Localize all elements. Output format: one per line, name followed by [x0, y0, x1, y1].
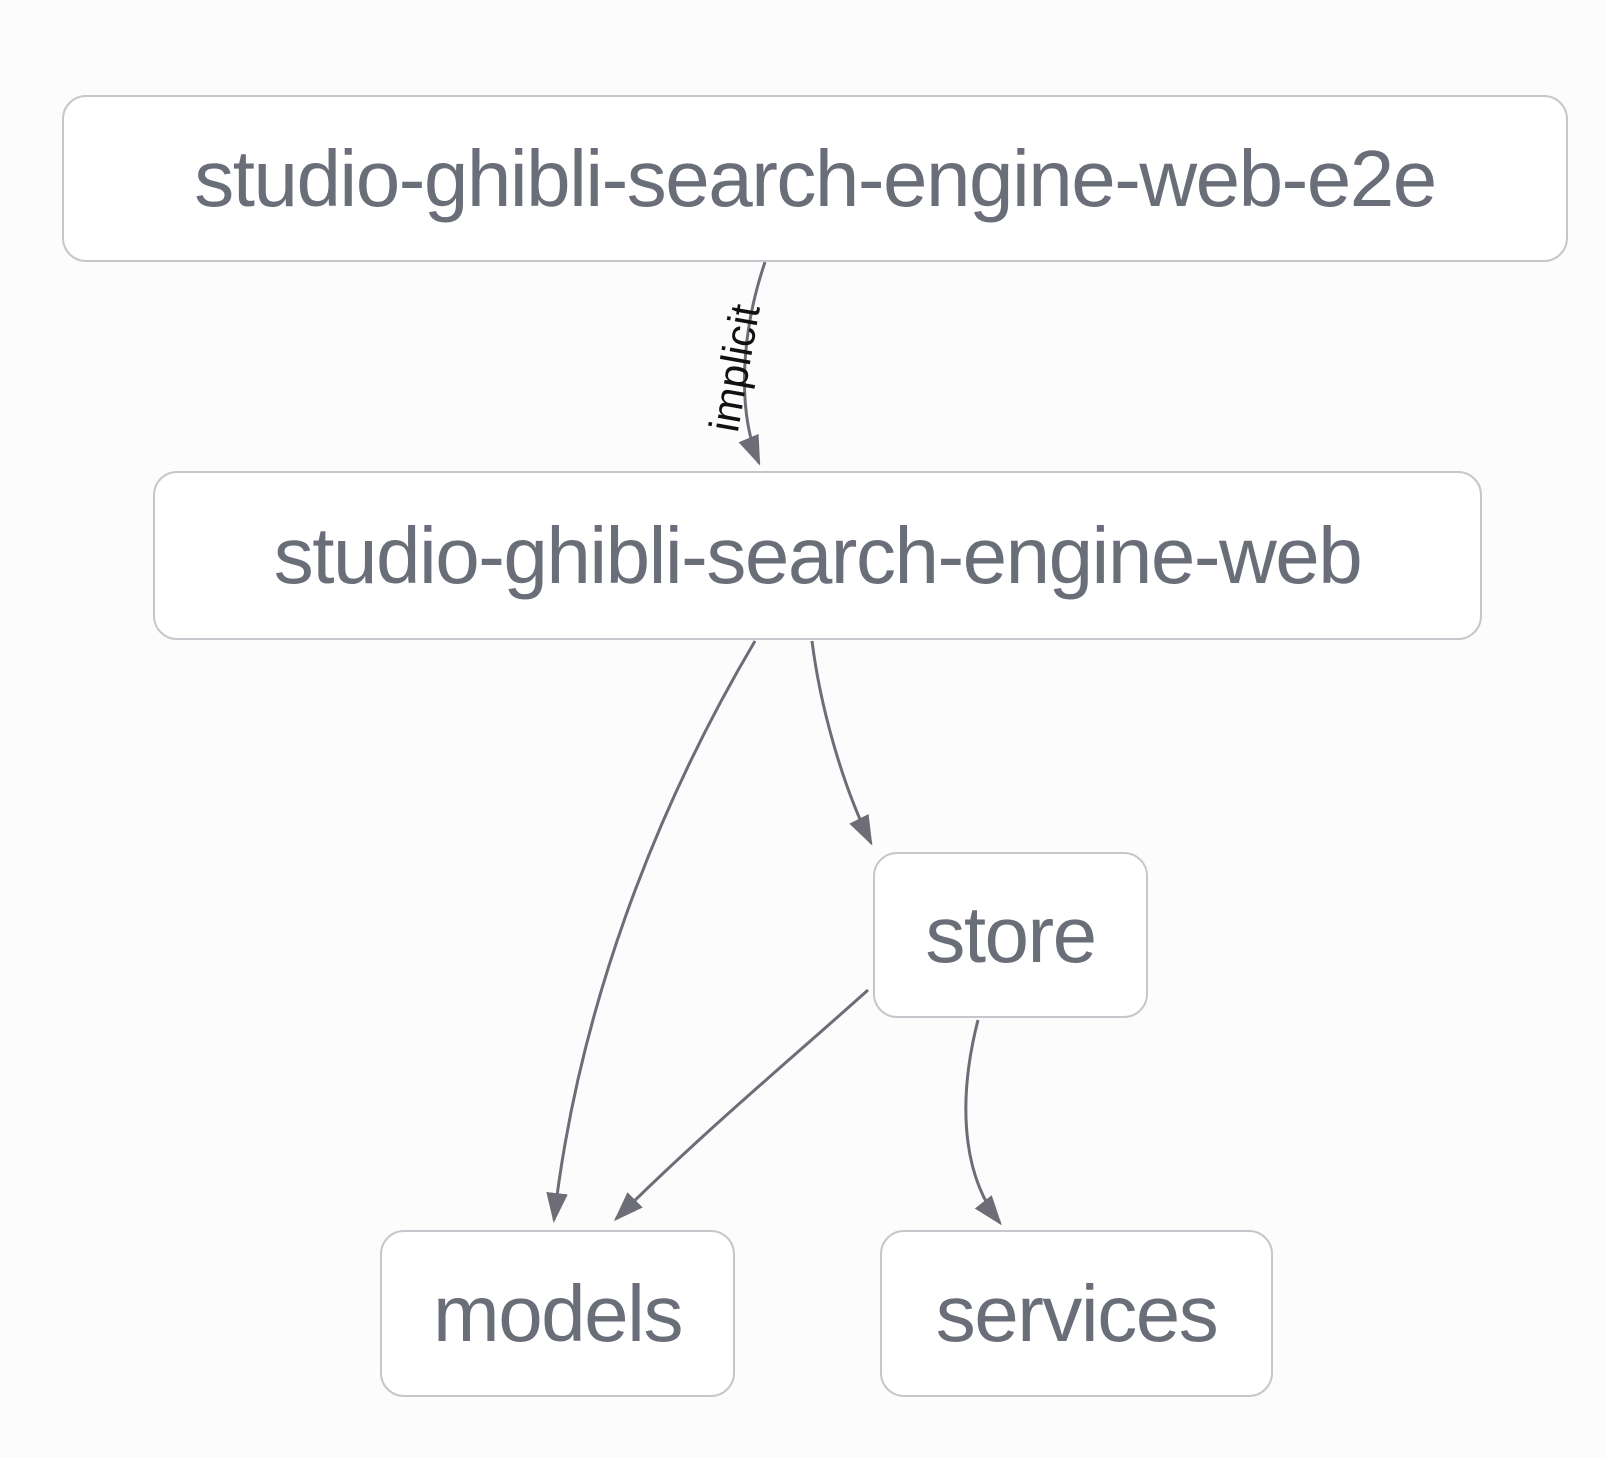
edge-web-to-models[interactable] [546, 640, 757, 1223]
node-store[interactable]: store [873, 852, 1148, 1018]
edge-e2e-to-web[interactable] [738, 261, 767, 466]
edge-store-to-services[interactable] [964, 1019, 1002, 1226]
node-label: studio-ghibli-search-engine-web [273, 510, 1363, 600]
node-label: models [433, 1268, 683, 1358]
edge-store-to-models[interactable] [613, 988, 870, 1222]
node-label: studio-ghibli-search-engine-web-e2e [194, 133, 1437, 223]
edge-web-to-store[interactable] [810, 640, 873, 846]
node-label: store [925, 890, 1097, 979]
node-models[interactable]: models [380, 1230, 735, 1397]
node-services[interactable]: services [880, 1230, 1273, 1397]
node-studio-ghibli-search-engine-web-e2e[interactable]: studio-ghibli-search-engine-web-e2e [62, 95, 1568, 262]
node-studio-ghibli-search-engine-web[interactable]: studio-ghibli-search-engine-web [153, 471, 1482, 640]
node-label: services [935, 1268, 1219, 1358]
